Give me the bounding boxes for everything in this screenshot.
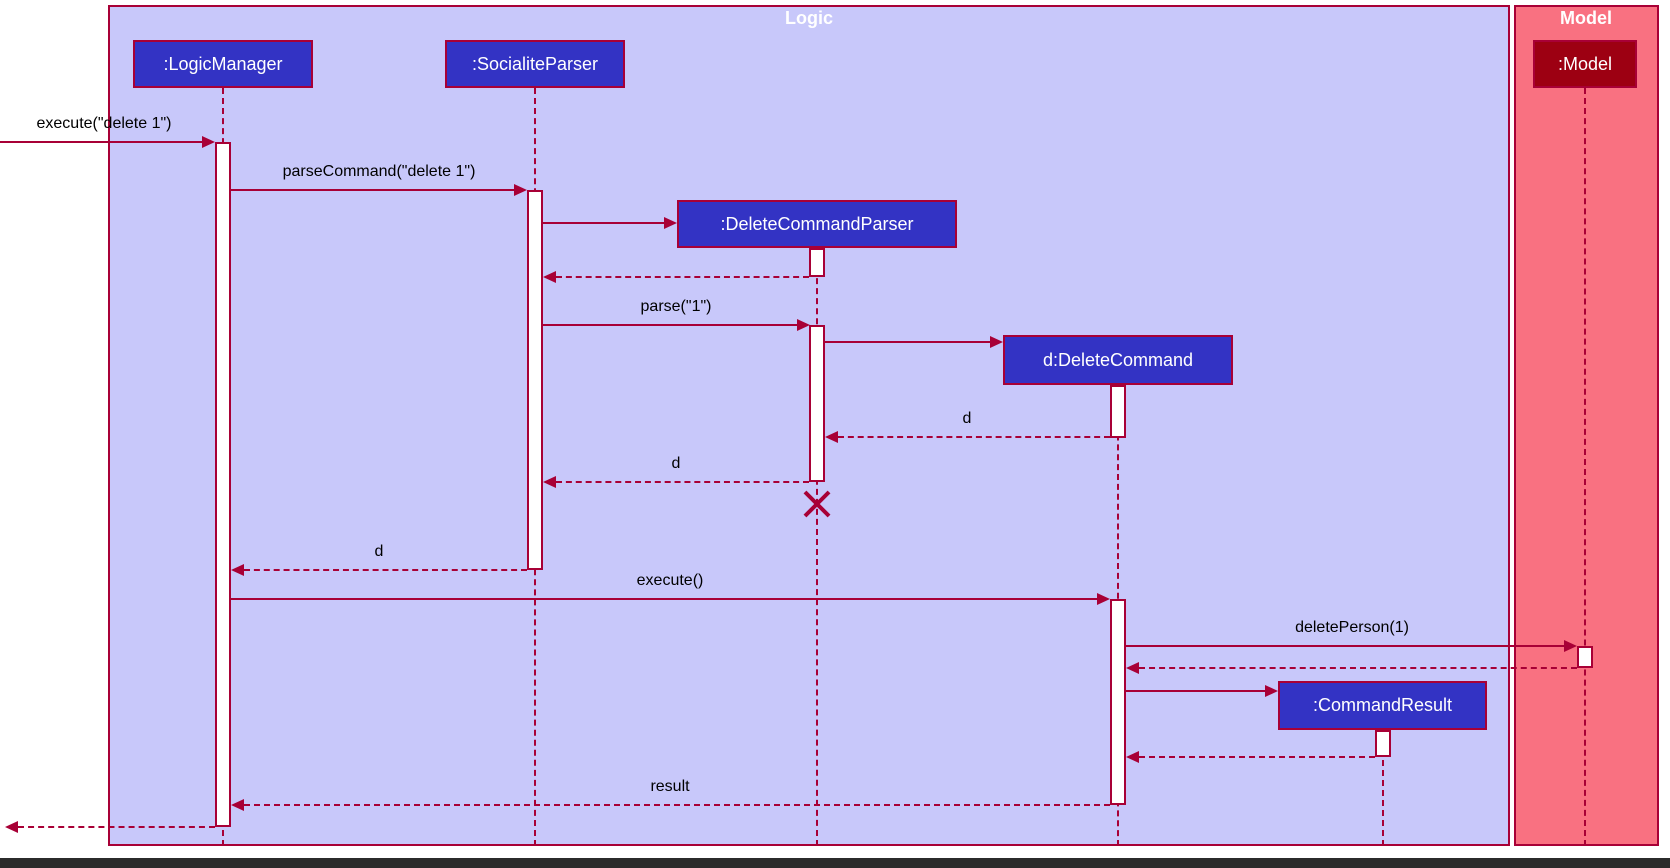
arrowhead-icon: [990, 336, 1003, 348]
arrowhead-icon: [1265, 685, 1278, 697]
message-line: [244, 804, 1110, 806]
arrowhead-icon: [5, 821, 18, 833]
activation-model: [1577, 646, 1593, 668]
logic-frame-title: Logic: [785, 8, 833, 28]
message-line: [0, 141, 202, 143]
message-line: [244, 569, 527, 571]
message-line: [556, 276, 809, 278]
lifeline-command-result: [1382, 730, 1384, 846]
participant-label: d:DeleteCommand: [1042, 349, 1194, 370]
participant-box-command-result: :CommandResult: [1278, 681, 1487, 730]
activation-delete-command-parser-create: [809, 248, 825, 277]
message-label: result: [650, 778, 690, 795]
arrowhead-icon: [1097, 593, 1110, 605]
lifeline-model: [1584, 88, 1586, 846]
activation-logic-manager: [215, 142, 231, 827]
participant-label: :SocialiteParser: [471, 53, 599, 74]
message-line: [231, 598, 1097, 600]
participant-label: :Model: [1557, 53, 1613, 74]
message-line: [825, 341, 990, 343]
arrowhead-icon: [825, 431, 838, 443]
message-label: deletePerson(1): [1295, 619, 1409, 636]
participant-box-socialite-parser: :SocialiteParser: [445, 40, 625, 88]
message-label: d: [671, 455, 681, 472]
arrowhead-icon: [231, 564, 244, 576]
arrowhead-icon: [1126, 662, 1139, 674]
arrowhead-icon: [543, 271, 556, 283]
activation-delete-command-parser-parse: [809, 325, 825, 482]
message-line: [1139, 667, 1577, 669]
message-label: parseCommand("delete 1"): [282, 163, 476, 180]
arrowhead-icon: [1564, 640, 1577, 652]
message-line: [1139, 756, 1375, 758]
message-label: d: [962, 410, 972, 427]
message-line: [838, 436, 1110, 438]
activation-socialite-parser: [527, 190, 543, 570]
message-label: execute(): [636, 572, 704, 589]
arrowhead-icon: [543, 476, 556, 488]
message-line: [18, 826, 215, 828]
arrowhead-icon: [797, 319, 810, 331]
participant-box-logic-manager: :LogicManager: [133, 40, 313, 88]
model-frame: [1514, 5, 1659, 846]
message-label: execute("delete 1"): [36, 115, 172, 132]
model-frame-title: Model: [1560, 8, 1612, 28]
message-line: [543, 324, 797, 326]
arrowhead-icon: [231, 799, 244, 811]
message-label: d: [374, 543, 384, 560]
activation-delete-command-execute: [1110, 599, 1126, 805]
activation-command-result: [1375, 730, 1391, 757]
arrowhead-icon: [202, 136, 215, 148]
participant-label: :DeleteCommandParser: [720, 213, 914, 234]
window-bottom-edge: [0, 858, 1670, 868]
participant-box-model: :Model: [1533, 40, 1637, 88]
lifeline-delete-command-parser: [816, 248, 818, 846]
arrowhead-icon: [664, 217, 677, 229]
message-line: [556, 481, 809, 483]
message-label: parse("1"): [640, 298, 712, 315]
arrowhead-icon: [514, 184, 527, 196]
participant-label: :CommandResult: [1312, 695, 1453, 715]
message-line: [543, 222, 664, 224]
message-line: [1126, 645, 1564, 647]
message-line: [1126, 690, 1265, 692]
participant-label: :LogicManager: [163, 53, 283, 74]
arrowhead-icon: [1126, 751, 1139, 763]
participant-box-delete-command-parser: :DeleteCommandParser: [677, 200, 957, 248]
message-line: [231, 189, 514, 191]
destroy-x-icon: [801, 488, 833, 520]
participant-box-delete-command: d:DeleteCommand: [1003, 335, 1233, 385]
activation-delete-command-create: [1110, 385, 1126, 438]
